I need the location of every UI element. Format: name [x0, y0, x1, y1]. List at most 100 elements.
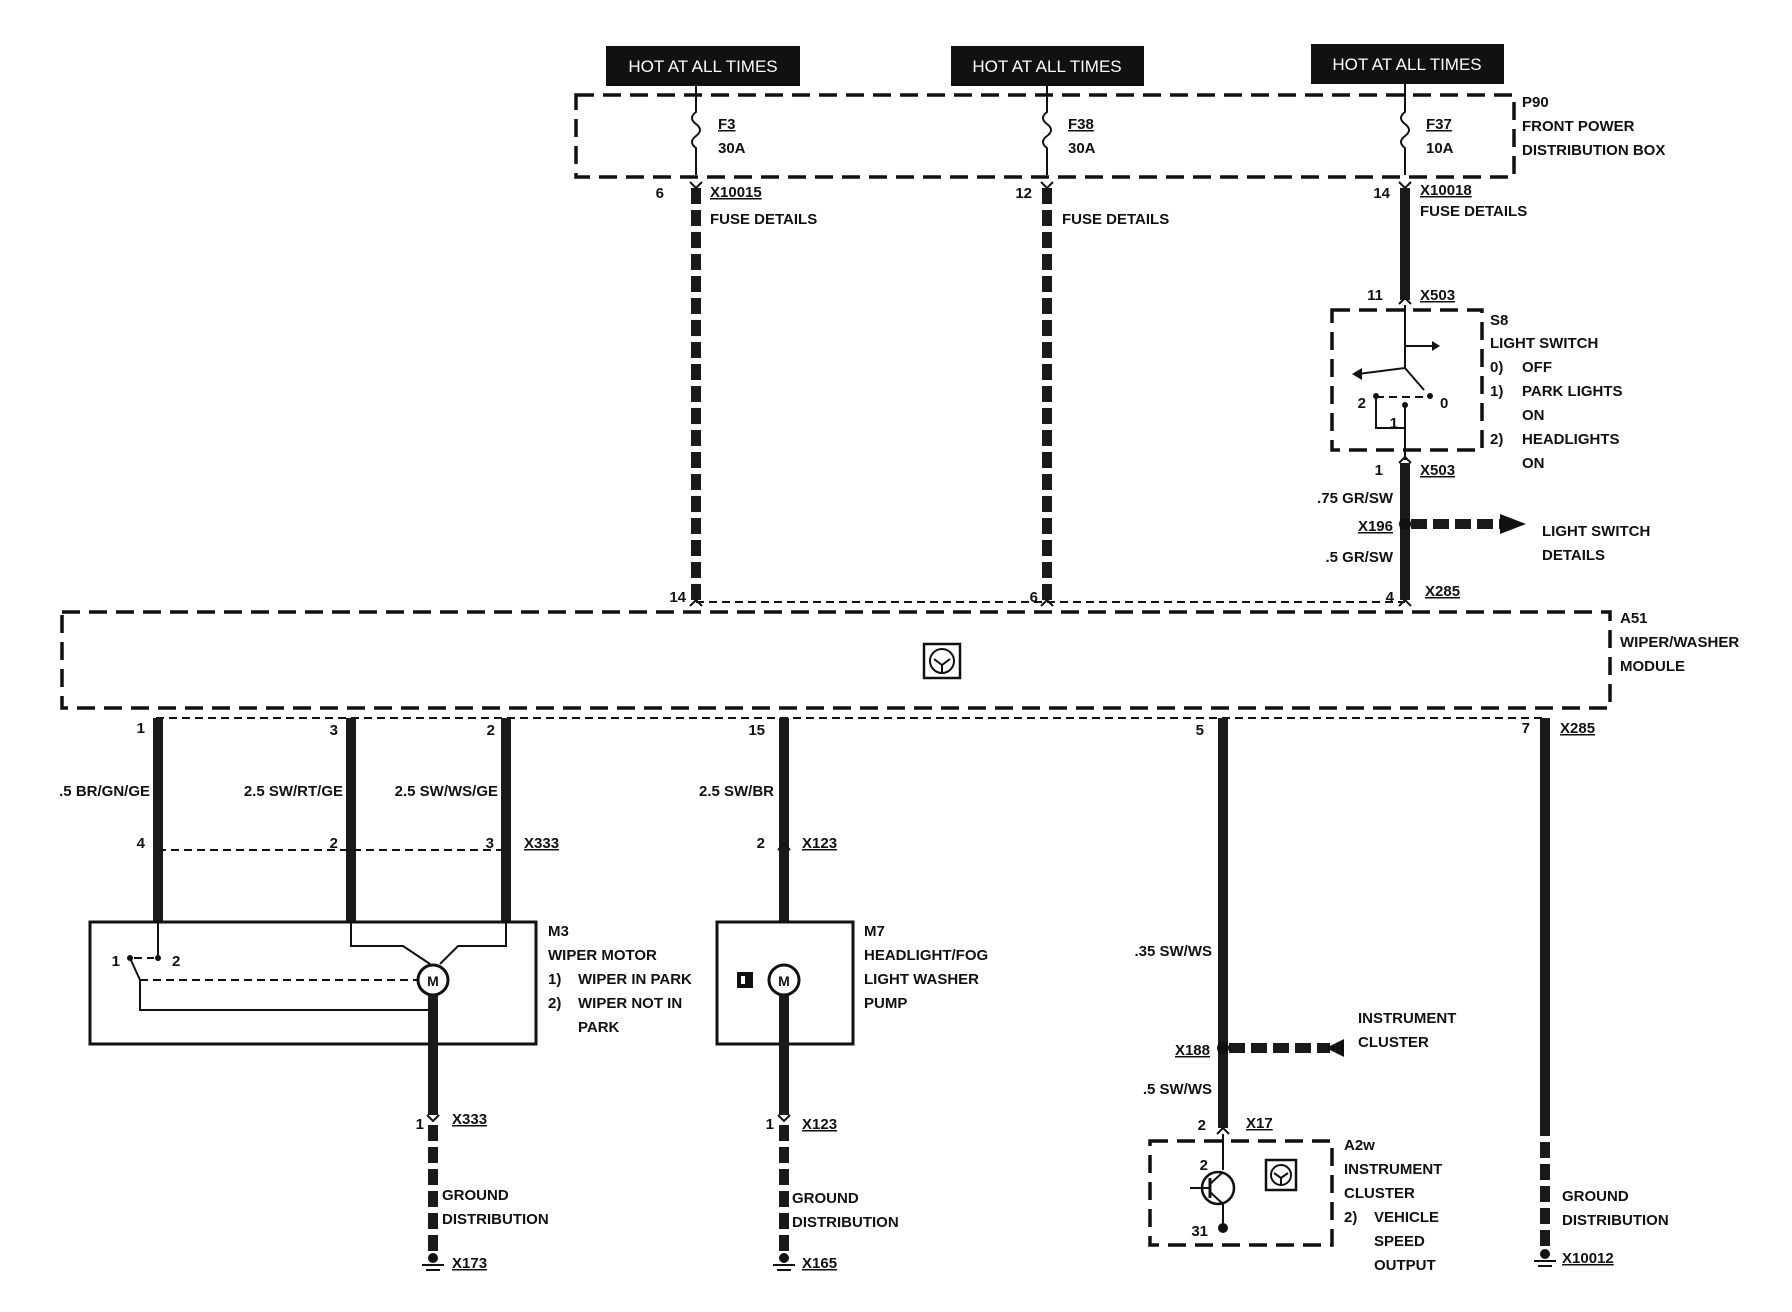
light-switch-pos1-label: PARK LIGHTS	[1522, 383, 1623, 400]
wiper-motor-id: M3	[548, 923, 569, 940]
washer-pump-line3: PUMP	[864, 995, 907, 1012]
connector-x333: X333	[524, 835, 559, 852]
motor-ground-line1: GROUND	[442, 1187, 509, 1204]
cluster-line1: INSTRUMENT	[1344, 1161, 1442, 1178]
wiper-motor-item1-label: WIPER IN PARK	[578, 971, 692, 988]
washer-pump-motor-label: M	[778, 973, 790, 989]
module-bottom-pin-2: 2	[487, 722, 495, 739]
connector-x123-ground: X123	[802, 1116, 837, 1133]
module-line1: WIPER/WASHER	[1620, 634, 1739, 651]
fuse-f3-rating: 30A	[718, 140, 746, 157]
ground-x165: X165	[802, 1255, 837, 1272]
power-distribution-box	[574, 93, 1516, 179]
light-switch-pos0-num: 0)	[1490, 359, 1503, 376]
wiper-motor-item2-label: WIPER NOT IN	[578, 995, 682, 1012]
connector-x123-symbol	[777, 842, 791, 851]
wiper-motor-symbol-label: M	[427, 973, 439, 989]
power-box-line2: DISTRIBUTION BOX	[1522, 142, 1665, 159]
wire-label-w3: 2.5 SW/WS/GE	[395, 783, 498, 800]
cluster-item-line2: SPEED	[1374, 1233, 1425, 1250]
light-switch-blade	[1404, 367, 1425, 391]
cluster-item-num: 2)	[1344, 1209, 1357, 1226]
module-top-pin-6-symbol	[1040, 598, 1054, 607]
light-switch-pos2b-label: ON	[1522, 455, 1545, 472]
light-switch-pos2-num: 2)	[1490, 431, 1503, 448]
wire-label-w6: .5 SW/WS	[1143, 1081, 1212, 1098]
pump-ground-pin: 1	[766, 1116, 774, 1133]
cluster-ground-dot	[1218, 1223, 1228, 1233]
cluster-line2: CLUSTER	[1344, 1185, 1415, 1202]
pump-ground-line1: GROUND	[792, 1190, 859, 1207]
connector-x10015-symbol	[689, 181, 703, 190]
connector-f38-symbol	[1040, 181, 1054, 190]
module-bottom-pin-5: 5	[1196, 722, 1204, 739]
module-top-pin-6: 6	[1030, 589, 1038, 606]
light-switch-box	[1330, 308, 1484, 452]
light-switch-label-0: 0	[1440, 395, 1448, 412]
light-switch-details-line1: LIGHT SWITCH	[1542, 523, 1650, 540]
hot-label-1: HOT AT ALL TIMES	[606, 46, 800, 86]
fuse-f37-pin: 14	[1373, 185, 1390, 202]
hot-label-3: HOT AT ALL TIMES	[1311, 44, 1504, 84]
right-ground-line2: DISTRIBUTION	[1562, 1212, 1669, 1229]
washer-pump-line2: LIGHT WASHER	[864, 971, 979, 988]
motor-ground-pin: 1	[416, 1116, 424, 1133]
light-switch-pos0-label: OFF	[1522, 359, 1552, 376]
fuse-f38-symbol	[1042, 86, 1052, 175]
motor-pin-3: 3	[486, 835, 494, 852]
cluster-feed-line2: CLUSTER	[1358, 1034, 1429, 1051]
light-switch-output-path	[1375, 396, 1406, 429]
light-switch-pointer	[1357, 367, 1406, 375]
cluster-id: A2w	[1344, 1137, 1375, 1154]
cluster-transistor-emitter	[1209, 1191, 1224, 1205]
cluster-inner-pin-top: 2	[1200, 1157, 1208, 1174]
ground-x173-icon	[422, 1253, 444, 1271]
fuse-f3-symbol	[691, 86, 701, 175]
fuse-f37-details: FUSE DETAILS	[1420, 203, 1527, 220]
light-switch-title: LIGHT SWITCH	[1490, 335, 1598, 352]
cluster-pin: 2	[1198, 1117, 1206, 1134]
wire-label-switch-top: .75 GR/SW	[1317, 490, 1394, 507]
wiper-park-return	[139, 980, 434, 1011]
wiper-washer-module-box	[60, 610, 1612, 710]
light-switch-pos1-num: 1)	[1490, 383, 1503, 400]
connector-x123: X123	[802, 835, 837, 852]
splice-x196: X196	[1358, 518, 1393, 535]
switch-pin-top: 11	[1367, 287, 1383, 304]
wire-label-w5: .35 SW/WS	[1134, 943, 1212, 960]
wire-label-w2: 2.5 SW/RT/GE	[244, 783, 343, 800]
power-box-id: P90	[1522, 94, 1549, 111]
instrument-cluster-box	[1148, 1139, 1334, 1247]
connector-x503-top-symbol	[1398, 296, 1412, 305]
arrow-light-switch-details	[1500, 514, 1526, 534]
fuse-f37-id: F37	[1426, 116, 1452, 133]
hot-label-text-1: HOT AT ALL TIMES	[628, 57, 777, 76]
right-ground-line1: GROUND	[1562, 1188, 1629, 1205]
washer-pump-line1: HEADLIGHT/FOG	[864, 947, 988, 964]
fuse-f38-details: FUSE DETAILS	[1062, 211, 1169, 228]
light-switch-pos1b-label: ON	[1522, 407, 1545, 424]
connector-x333-ground-symbol	[426, 1114, 440, 1123]
light-switch-id: S8	[1490, 312, 1508, 329]
module-id: A51	[1620, 610, 1648, 627]
wiper-switch-label-1: 1	[112, 953, 120, 970]
wiper-switch-label-2: 2	[172, 953, 180, 970]
module-top-pin-4-symbol	[1398, 598, 1412, 607]
connector-x10018: X10018	[1420, 182, 1472, 199]
splice-x196-dot	[1399, 518, 1411, 530]
module-bottom-pin-1: 1	[137, 720, 145, 737]
pump-ground-line2: DISTRIBUTION	[792, 1214, 899, 1231]
washer-pump-module-icon	[737, 972, 753, 988]
module-bottom-connector: X285	[1560, 720, 1595, 737]
wiper-motor-item2-num: 2)	[548, 995, 561, 1012]
light-switch-label-2: 2	[1358, 395, 1366, 412]
cluster-item-line3: OUTPUT	[1374, 1257, 1436, 1274]
wire-label-switch-bottom: .5 GR/SW	[1325, 549, 1393, 566]
cluster-inner-pin-bottom: 31	[1191, 1223, 1208, 1240]
wiper-park-switch-blade	[129, 957, 141, 981]
wiper-motor-item2b-label: PARK	[578, 1019, 620, 1036]
light-switch-label-1: 1	[1390, 415, 1398, 432]
wire-label-w4: 2.5 SW/BR	[699, 783, 774, 800]
fuse-f37-symbol	[1400, 84, 1410, 175]
